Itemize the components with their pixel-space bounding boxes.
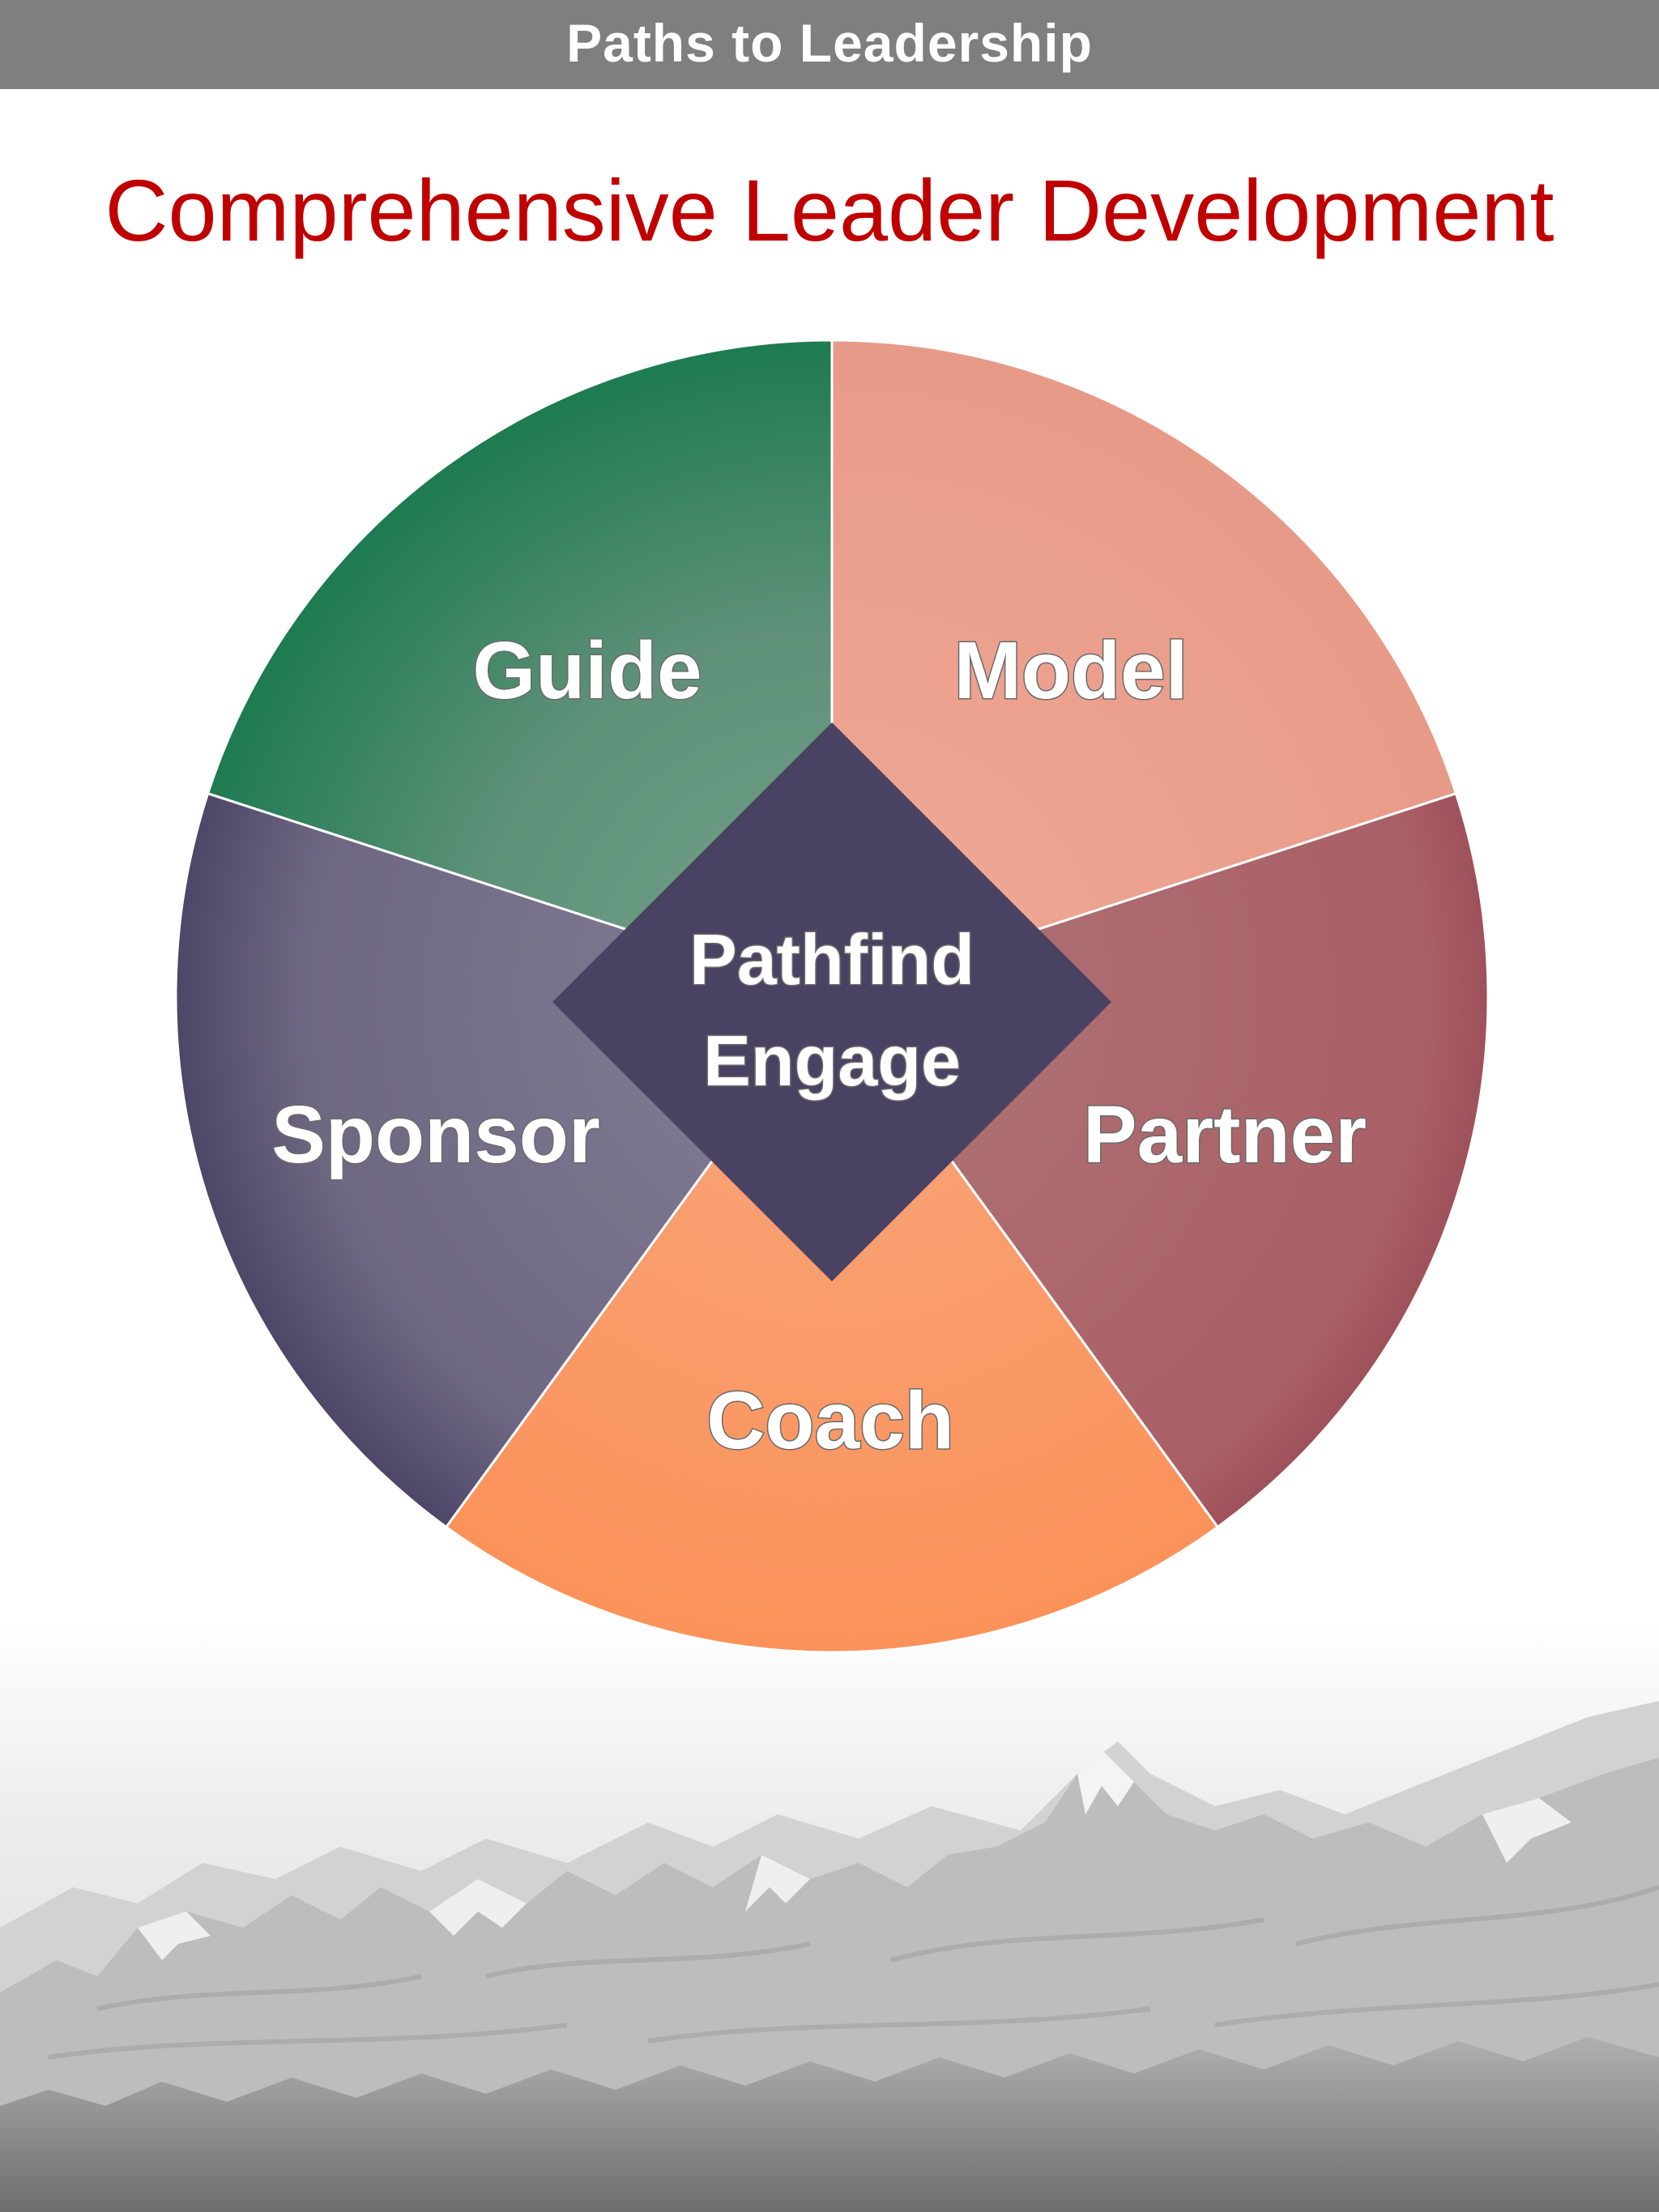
header-title: Paths to Leadership (566, 13, 1093, 73)
segment-label-model: Model (954, 625, 1188, 716)
center-label-engage: Engage (703, 1021, 961, 1101)
page-title: Comprehensive Leader Development (104, 161, 1555, 259)
segment-label-coach: Coach (706, 1375, 954, 1466)
center-label-pathfind: Pathfind (689, 919, 975, 999)
header-bar: Paths to Leadership (0, 0, 1659, 89)
segment-label-guide: Guide (472, 625, 702, 716)
segment-guide (206, 339, 834, 999)
segment-model (830, 339, 1458, 999)
center-diamond (552, 722, 1111, 1281)
segment-label-sponsor: Sponsor (271, 1089, 600, 1180)
segment-label-partner: Partner (1083, 1089, 1367, 1180)
segment-coach (444, 994, 1220, 1654)
mountain-background-image (0, 1620, 1659, 2212)
